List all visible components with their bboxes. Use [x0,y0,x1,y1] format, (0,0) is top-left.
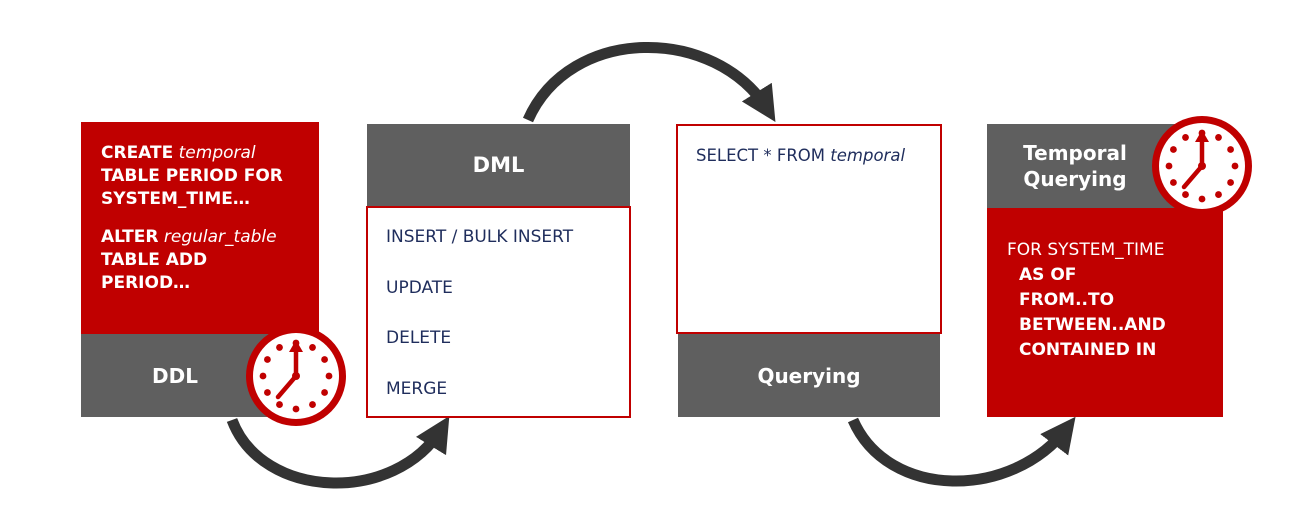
clock-tick [259,372,267,380]
select-object: temporal [830,146,906,165]
clock-tick [1215,134,1222,141]
dml-operations-box: INSERT / BULK INSERT UPDATE DELETE MERGE [366,206,631,418]
select-statement-box: SELECT * FROM temporal [676,124,942,334]
clock-tick [1170,146,1177,153]
dml-item-delete: DELETE [386,328,452,348]
clock-tick [1182,134,1189,141]
clock-tick [1182,191,1189,198]
clock-tick [1231,162,1239,170]
operator-as-of: AS OF [1019,265,1077,285]
select-prefix: SELECT * FROM [696,146,831,165]
clock-tick [1215,191,1222,198]
temporal-querying-label-line-1: Temporal [1023,141,1127,165]
clock-icon [246,326,346,426]
dml-item-insert: INSERT / BULK INSERT [386,227,574,247]
arrow-dml-to-querying [522,41,776,123]
clock-tick [1165,162,1173,170]
clock-tick [1198,195,1206,203]
dml-item-update: UPDATE [386,277,453,298]
arrow-querying-to-temporal [847,416,1076,487]
clock-tick [321,356,328,363]
alter-statement: ALTER regular_table TABLE ADD PERIOD… [101,227,277,293]
for-system-time-clause: FOR SYSTEM_TIME [1007,240,1165,260]
clock-tick [1227,146,1234,153]
clock-tick [292,405,300,413]
dml-label: DML [367,124,630,206]
clock-tick [321,389,328,396]
clock-tick [276,401,283,408]
clock-tick [309,344,316,351]
temporal-querying-panel: FOR SYSTEM_TIME AS OF FROM..TO BETWEEN..… [987,208,1223,417]
clock-tick [276,344,283,351]
ddl-statements-panel: CREATE temporal TABLE PERIOD FOR SYSTEM_… [81,122,319,334]
dml-item-merge: MERGE [386,378,448,399]
querying-label: Querying [678,334,940,417]
operator-contained-in: CONTAINED IN [1019,340,1157,360]
create-statement: CREATE temporal TABLE PERIOD FOR SYSTEM_… [101,143,283,209]
arrow-ddl-to-dml [226,415,450,489]
clock-tick [1227,179,1234,186]
clock-tick [325,372,333,380]
clock-tick [264,389,271,396]
clock-tick [309,401,316,408]
clock-icon [1152,116,1252,216]
clock-tick [1170,179,1177,186]
temporal-querying-label-line-2: Querying [1023,167,1127,191]
operator-from-to: FROM..TO [1019,290,1115,310]
clock-tick [264,356,271,363]
operator-between-and: BETWEEN..AND [1019,315,1166,335]
